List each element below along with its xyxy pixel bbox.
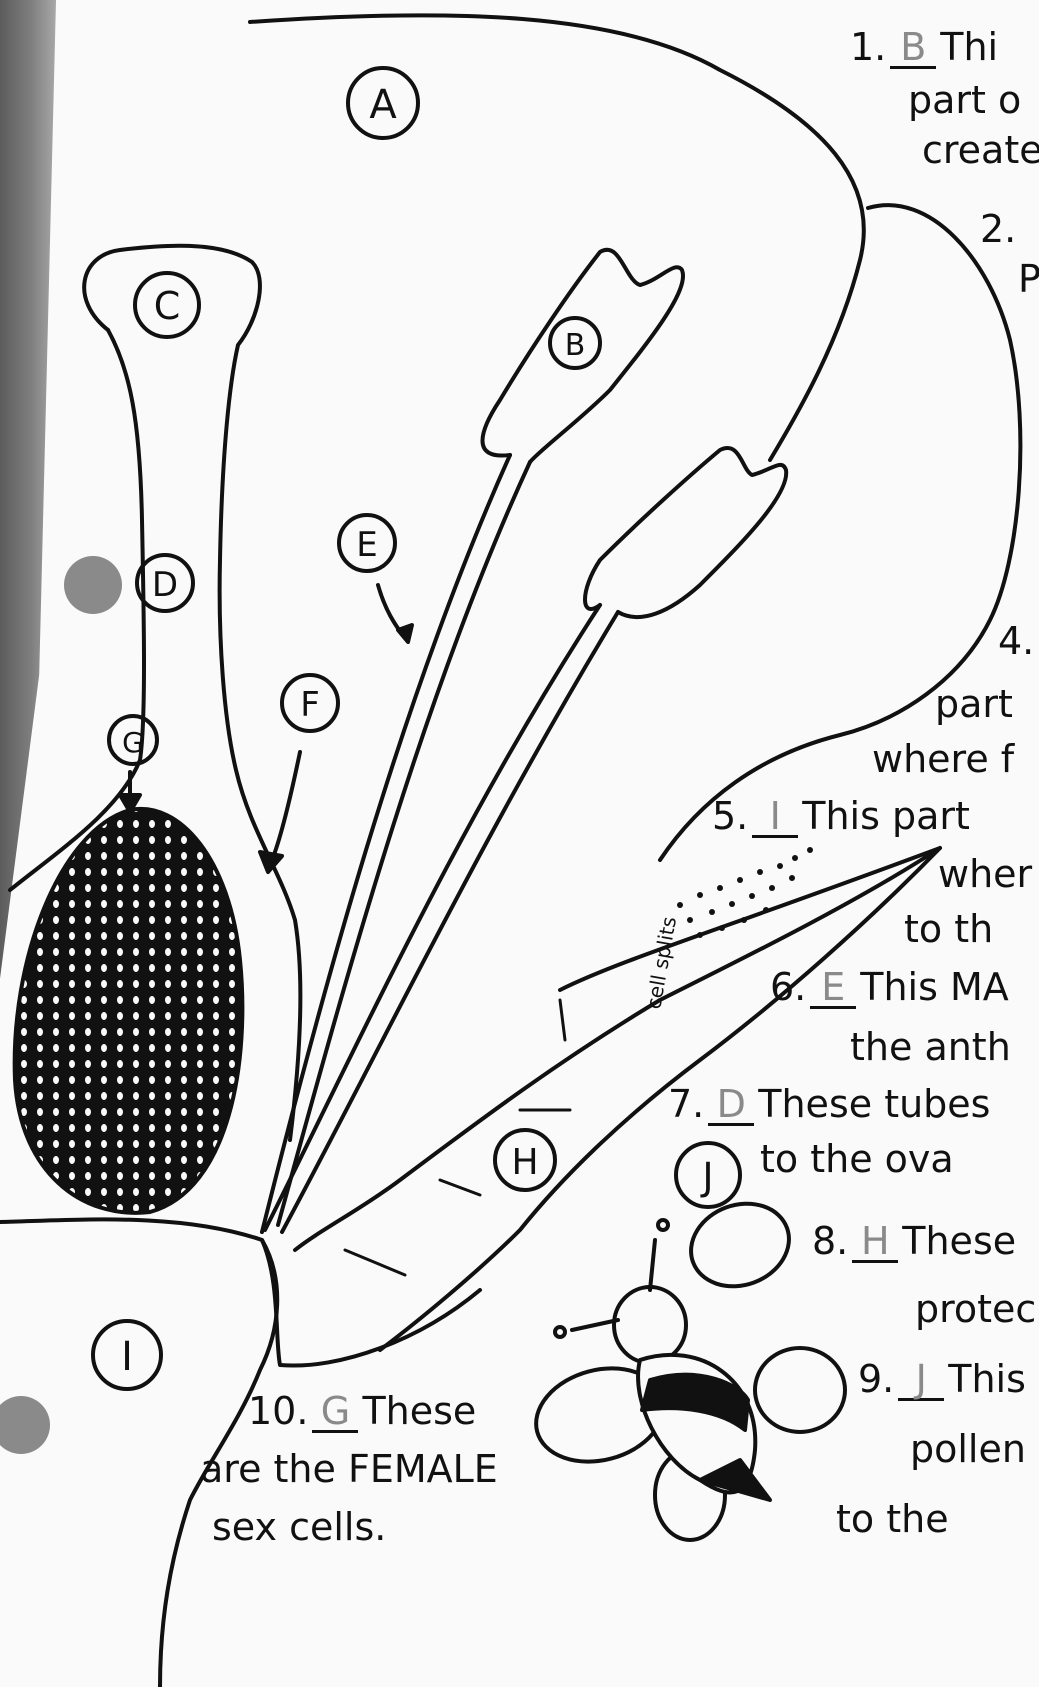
question-9-line2: pollen: [910, 1430, 1026, 1468]
label-G: G: [109, 716, 157, 764]
answer-blank[interactable]: H: [852, 1222, 898, 1263]
svg-text:G: G: [122, 726, 144, 759]
pistil-outline-left: [10, 330, 144, 890]
question-10-line2: are the FEMALE: [200, 1450, 498, 1488]
svg-text:B: B: [565, 328, 586, 363]
svg-text:F: F: [300, 685, 320, 725]
question-text: Thi: [940, 25, 998, 69]
question-number: 4.: [998, 619, 1034, 663]
question-text-line2: are the FEMALE: [200, 1447, 498, 1491]
question-5-line2: wher: [938, 855, 1032, 893]
question-5-line3: to th: [904, 910, 993, 948]
label-I: I: [93, 1321, 161, 1389]
question-text: These: [362, 1389, 476, 1433]
question-text: These: [902, 1219, 1016, 1263]
question-9-line3: to the: [836, 1500, 949, 1538]
label-D: D: [137, 555, 193, 611]
bee: [526, 1190, 845, 1540]
answer-blank[interactable]: I: [752, 797, 798, 838]
question-text: This MA: [860, 965, 1009, 1009]
question-7-line2: to the ova: [760, 1140, 954, 1178]
question-text-line2: to the ova: [760, 1137, 954, 1181]
filament-2b: [282, 612, 618, 1232]
question-number: 6.: [770, 965, 806, 1009]
question-text-line2: protec: [915, 1287, 1036, 1331]
answer-blank[interactable]: E: [810, 968, 856, 1009]
pollen-grains: [677, 847, 813, 938]
question-text-line2: P: [1018, 260, 1039, 298]
answer-blank[interactable]: D: [708, 1085, 754, 1126]
question-text-line2: wher: [938, 852, 1032, 896]
question-text-line2: part o: [908, 81, 1039, 119]
ovary: [15, 809, 243, 1213]
label-A: A: [348, 68, 418, 138]
anther-2: [585, 448, 786, 617]
arrow-F-head: [260, 852, 282, 872]
label-B: B: [550, 318, 600, 368]
question-number: 9.: [858, 1357, 894, 1401]
question-number: 7.: [668, 1082, 704, 1126]
question-text: This part: [802, 794, 970, 838]
question-4-text: part: [935, 685, 1013, 723]
svg-text:C: C: [154, 284, 181, 328]
question-text-line3: to th: [904, 907, 993, 951]
answer-blank[interactable]: J: [898, 1360, 944, 1401]
svg-text:J: J: [700, 1155, 713, 1199]
question-text: This: [948, 1357, 1026, 1401]
question-text-line3: to the: [836, 1497, 949, 1541]
question-text-line2: part: [935, 682, 1013, 726]
label-C: C: [135, 273, 199, 337]
sepal: [295, 848, 940, 1250]
question-text-line3: sex cells.: [212, 1505, 386, 1549]
question-10-line3: sex cells.: [212, 1508, 386, 1546]
question-text: These tubes: [758, 1082, 990, 1126]
receptacle-top: [262, 1240, 480, 1366]
label-E: E: [339, 515, 395, 571]
answer-blank[interactable]: G: [312, 1392, 358, 1433]
question-4: 4.: [998, 622, 1034, 660]
question-text-line3: where f: [872, 737, 1014, 781]
svg-text:E: E: [356, 525, 377, 565]
svg-text:I: I: [121, 1334, 133, 1380]
question-text-line2: the anth: [850, 1025, 1011, 1069]
svg-text:H: H: [511, 1142, 538, 1183]
arrow-E-head: [398, 625, 412, 642]
question-number: 1.: [850, 25, 886, 69]
question-4-text-line3: where f: [872, 740, 1014, 778]
question-text-line2: pollen: [910, 1427, 1026, 1471]
question-2: 2. P: [980, 210, 1039, 298]
label-J: J: [676, 1143, 740, 1207]
question-number: 10.: [248, 1389, 308, 1433]
question-number: 5.: [712, 794, 748, 838]
svg-text:D: D: [152, 565, 178, 605]
margin-note: cell splits: [641, 915, 681, 1011]
label-H: H: [495, 1130, 555, 1190]
answer-blank[interactable]: B: [890, 28, 936, 69]
question-6-line2: the anth: [850, 1028, 1011, 1066]
petal-outline: [250, 15, 864, 460]
question-text-line3: create: [922, 131, 1039, 169]
question-8-line2: protec: [915, 1290, 1036, 1328]
label-F: F: [282, 675, 338, 731]
svg-text:A: A: [369, 82, 397, 128]
arrow-F: [272, 752, 300, 860]
question-number: 8.: [812, 1219, 848, 1263]
question-number: 2.: [980, 207, 1016, 251]
